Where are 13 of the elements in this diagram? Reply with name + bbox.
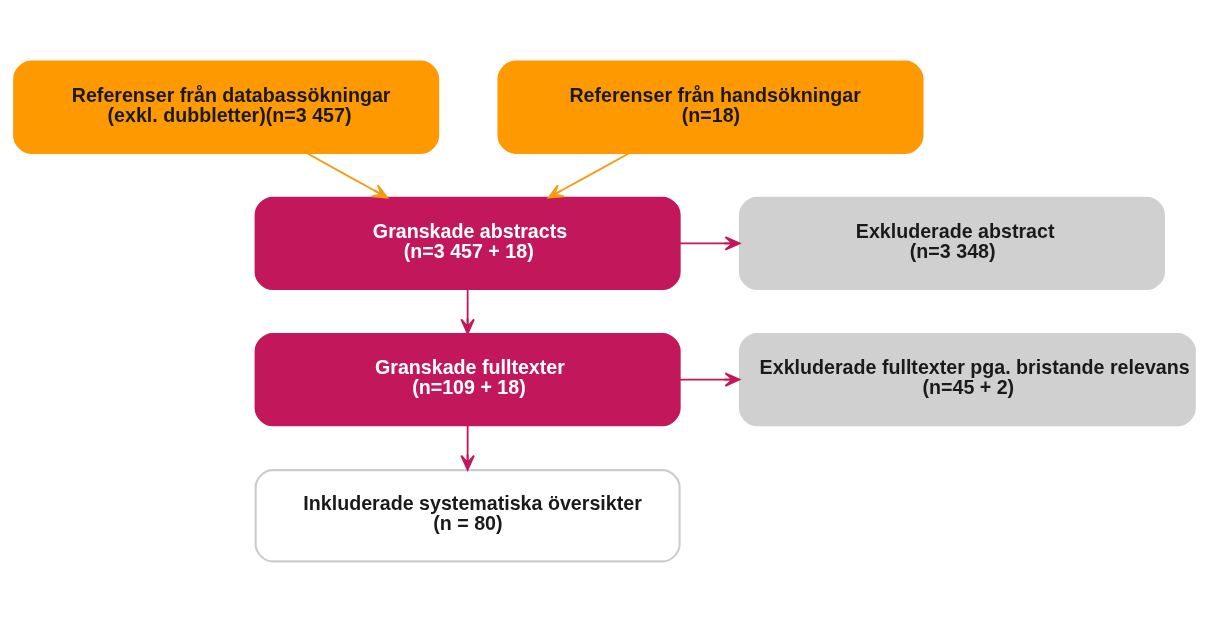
node-box: Inkluderade systematiska översikter (n = 80) (254, 469, 681, 563)
node-box: Exkluderade abstract (n=3 348) (738, 196, 1165, 291)
node-box: Exkluderade fulltexter pga. bristande relevans (n=45 + 2) (738, 332, 1196, 427)
arrow (460, 288, 475, 335)
arrow (305, 152, 389, 199)
node-box: Referenser från handsökningar (n=18) (497, 60, 924, 154)
arrow (460, 424, 475, 471)
node-box: Granskade fulltexter (n=109 + 18) (254, 332, 681, 427)
node-box: Referenser från databassökningar (exkl. dubbletter)(n=3 457) (13, 60, 440, 154)
node-box: Granskade abstracts (n=3 457 + 18) (254, 196, 681, 291)
arrow (547, 152, 631, 199)
arrow (679, 236, 741, 251)
arrow (679, 372, 741, 387)
